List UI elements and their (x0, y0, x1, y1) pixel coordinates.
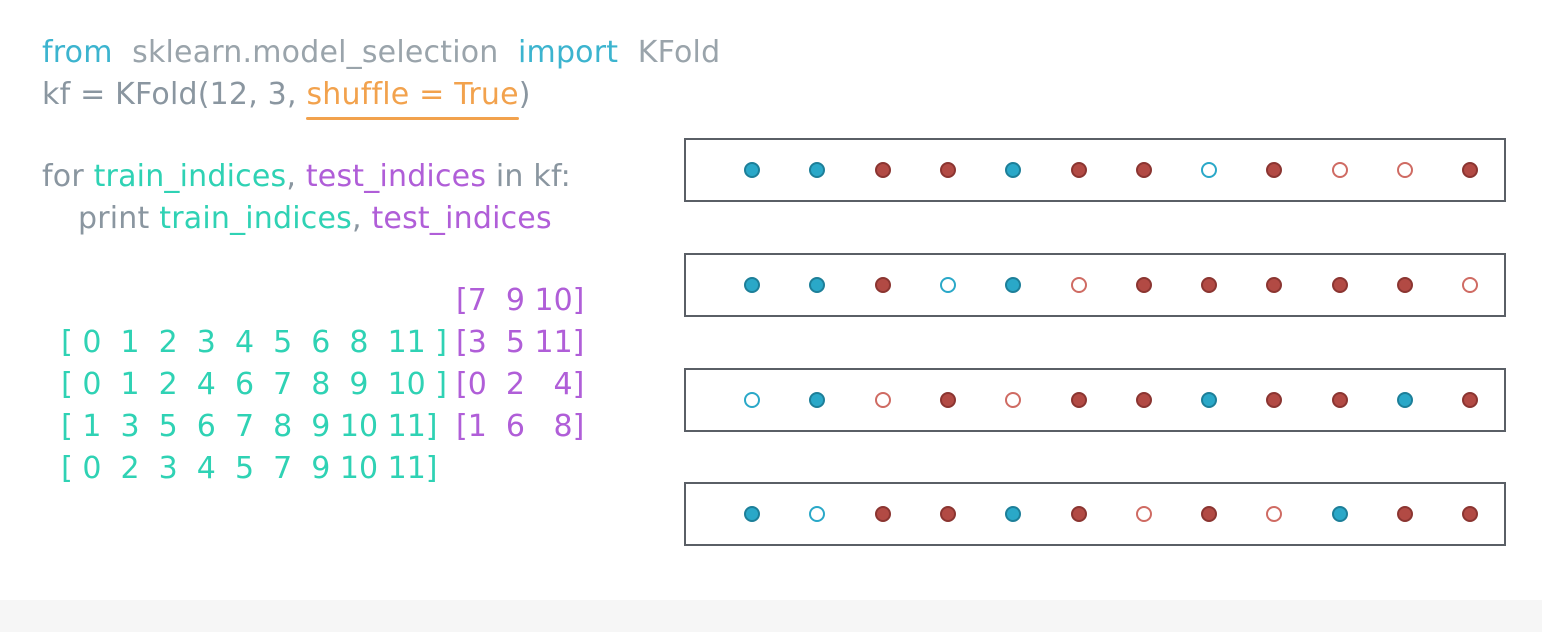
train-point-7 (1201, 277, 1218, 293)
train-point-3 (939, 506, 956, 522)
train-point-8 (1266, 277, 1283, 293)
code-line-kfold: kf = KFold(12, 3, shuffle = True) (42, 74, 531, 120)
output-train-indices: [ 0 1 2 3 4 5 6 8 11 ] (61, 325, 448, 360)
test-point-10 (1397, 162, 1413, 178)
print-keyword: print (78, 201, 160, 236)
train-point-6 (1135, 277, 1152, 293)
train-point-4 (1005, 506, 1022, 522)
train-point-11 (1462, 162, 1479, 178)
fold-box-2 (684, 253, 1506, 317)
train-point-8 (1266, 392, 1283, 408)
shuffle-underline (306, 117, 519, 120)
shuffle-argument: shuffle = True (306, 74, 519, 120)
module-name: sklearn.model_selection (132, 35, 499, 70)
train-point-8 (1266, 162, 1283, 178)
train-point-9 (1331, 277, 1348, 293)
print-test-var: test_indices (371, 201, 552, 236)
print-comma: , (351, 201, 372, 236)
code-line-print: print train_indices, test_indices (78, 198, 552, 240)
train-point-5 (1070, 392, 1087, 408)
train-point-0 (744, 162, 760, 178)
test-point-3 (939, 277, 956, 293)
code-line-for: for train_indices, test_indices in kf: (42, 156, 571, 198)
for-tail: in kf: (486, 159, 571, 194)
test-point-11 (1462, 277, 1479, 293)
train-point-1 (809, 162, 826, 178)
train-point-10 (1397, 392, 1413, 408)
test-point-0 (744, 392, 760, 408)
test-point-2 (874, 392, 891, 408)
train-point-9 (1331, 506, 1348, 522)
train-point-11 (1462, 392, 1479, 408)
test-point-9 (1331, 162, 1348, 178)
import-keyword: import (517, 35, 619, 70)
train-point-0 (744, 277, 760, 293)
output-row: [ 0 2 3 4 5 7 9 10 11] [1 6 8] (42, 406, 584, 532)
fold-box-3 (684, 368, 1506, 432)
train-point-4 (1005, 277, 1022, 293)
train-point-3 (939, 392, 956, 408)
for-comma: , (286, 159, 306, 194)
train-point-2 (874, 277, 891, 293)
fold-box-1 (684, 138, 1506, 202)
output-test-indices: [1 6 8] (456, 409, 585, 444)
train-point-4 (1005, 162, 1022, 178)
output-test-indices: [3 5 11] (456, 325, 585, 360)
kfold-call-suffix: ) (518, 77, 531, 112)
test-point-8 (1266, 506, 1283, 522)
test-point-5 (1070, 277, 1087, 293)
train-point-11 (1462, 506, 1479, 522)
fold-box-4 (684, 482, 1506, 546)
output-test-indices: [7 9 10] (456, 283, 585, 318)
output-row: [ 1 3 5 6 7 8 9 10 11] [0 2 4] (42, 364, 584, 490)
train-point-6 (1135, 162, 1152, 178)
train-point-7 (1201, 392, 1218, 408)
test-point-4 (1005, 392, 1022, 408)
print-train-var: train_indices (159, 201, 352, 236)
for-keyword: for (42, 159, 94, 194)
train-point-3 (939, 162, 956, 178)
kfold-call-prefix: kf = KFold(12, 3, (42, 77, 307, 112)
output-row: [ 0 1 2 4 6 7 8 9 10 ] [3 5 11] (42, 322, 584, 448)
train-point-10 (1397, 506, 1413, 522)
from-keyword: from (42, 35, 113, 70)
shuffle-argument-text: shuffle = True (306, 77, 519, 112)
train-point-2 (874, 162, 891, 178)
for-test-var: test_indices (305, 159, 487, 194)
train-point-1 (809, 277, 826, 293)
output-train-indices: [ 1 3 5 6 7 8 9 10 11] (61, 409, 438, 444)
train-point-1 (809, 392, 826, 408)
test-point-6 (1135, 506, 1152, 522)
kfold-name: KFold (637, 35, 721, 70)
output-train-indices: [ 0 1 2 4 6 7 8 9 10 ] (61, 367, 448, 402)
output-train-indices: [ 0 2 3 4 5 7 9 10 11] (61, 451, 438, 486)
train-point-10 (1397, 277, 1413, 293)
train-point-7 (1201, 506, 1218, 522)
test-point-1 (809, 506, 826, 522)
test-point-7 (1201, 162, 1218, 178)
train-point-9 (1331, 392, 1348, 408)
bottom-band (0, 600, 1542, 632)
output-row: [ 0 1 2 3 4 5 6 8 11 ] [7 9 10] (42, 280, 584, 406)
train-point-2 (874, 506, 891, 522)
train-point-5 (1070, 506, 1087, 522)
train-point-5 (1070, 162, 1087, 178)
for-train-var: train_indices (93, 159, 287, 194)
train-point-0 (744, 506, 760, 522)
train-point-6 (1135, 392, 1152, 408)
output-test-indices: [0 2 4] (456, 367, 585, 402)
code-line-import: from sklearn.model_selection import KFol… (42, 32, 720, 74)
